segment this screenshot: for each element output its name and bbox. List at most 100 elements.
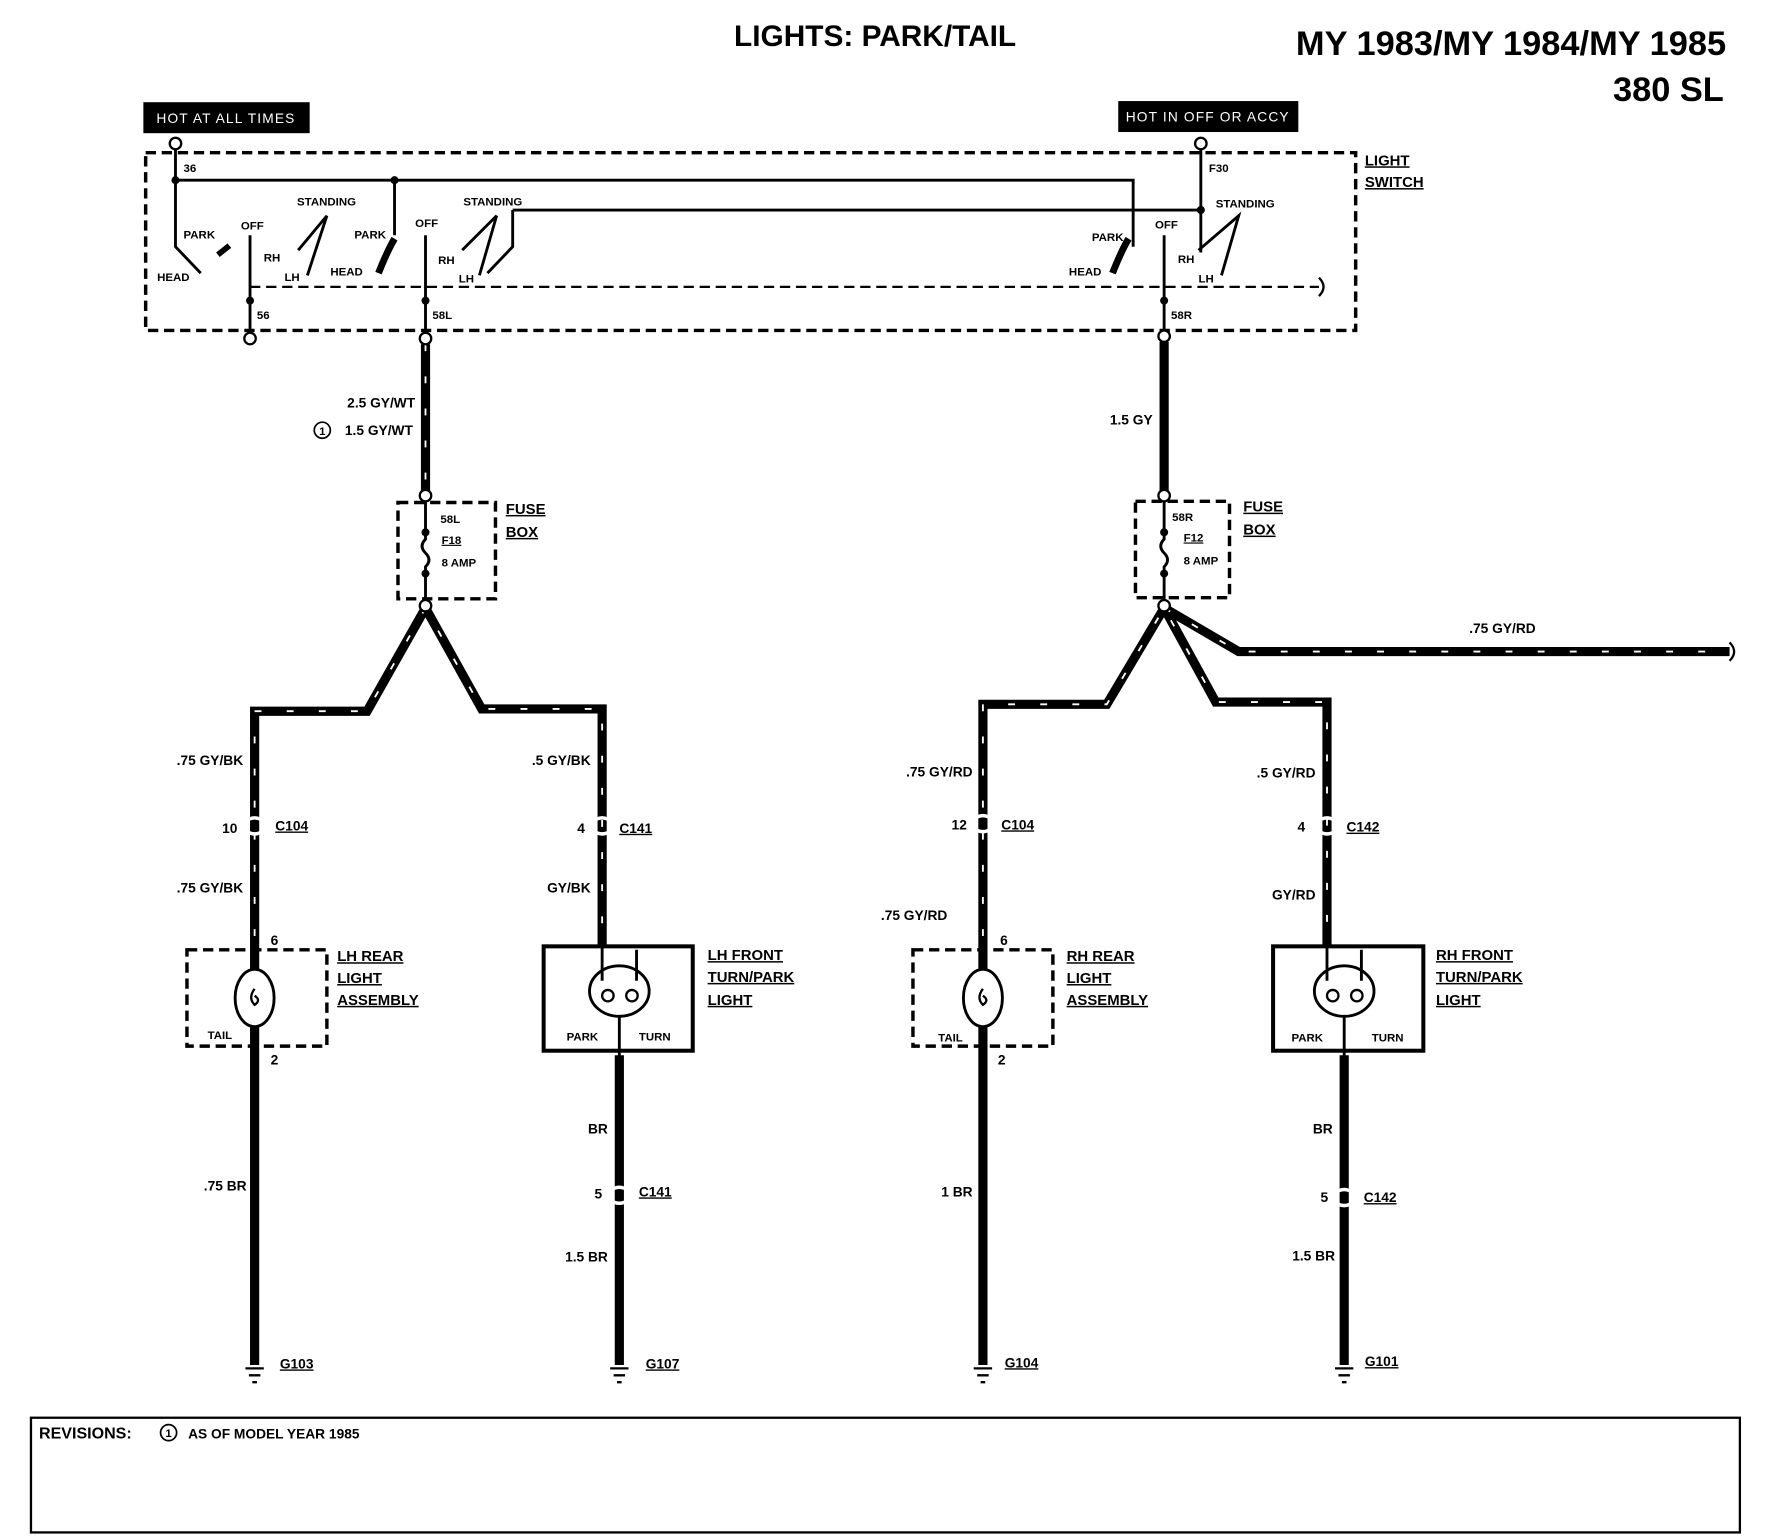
svg-text:RH FRONT: RH FRONT <box>1436 948 1513 964</box>
svg-text:5: 5 <box>594 1187 602 1202</box>
svg-text:36: 36 <box>184 163 197 175</box>
svg-text:C141: C141 <box>619 821 652 836</box>
svg-text:RH: RH <box>438 255 455 267</box>
wire-label: .75 GY/RD <box>1469 621 1536 636</box>
svg-text:TURN/PARK: TURN/PARK <box>708 970 795 986</box>
revision-text: AS OF MODEL YEAR 1985 <box>188 1426 360 1441</box>
svg-text:HOT IN OFF OR ACCY: HOT IN OFF OR ACCY <box>1126 110 1290 125</box>
svg-text:HOT AT ALL TIMES: HOT AT ALL TIMES <box>156 111 295 126</box>
svg-text:LH: LH <box>284 272 299 284</box>
ground-g101: G101 <box>1335 1354 1399 1384</box>
ground-g107: G107 <box>610 1356 680 1384</box>
connector-c142-rh: 4 C142 <box>1298 816 1380 836</box>
svg-text:TAIL: TAIL <box>938 1033 963 1045</box>
svg-text:6: 6 <box>1000 933 1008 948</box>
svg-text:FUSE: FUSE <box>1243 500 1283 516</box>
ground-g104: G104 <box>973 1355 1039 1384</box>
svg-text:PARK: PARK <box>567 1031 599 1043</box>
svg-text:10: 10 <box>222 821 238 836</box>
svg-text:1: 1 <box>165 1428 172 1440</box>
ground-g103: G103 <box>245 1356 314 1384</box>
svg-text:TURN: TURN <box>639 1031 671 1043</box>
bulb-icon <box>961 967 1004 1029</box>
wire-label: BR <box>588 1121 608 1136</box>
rh-rear-light-assembly: TAIL 6 2 RH REAR LIGHT ASSEMBLY <box>911 933 1149 1067</box>
fuse-f18: F18 <box>442 535 462 547</box>
svg-text:OFF: OFF <box>415 218 438 230</box>
svg-text:STANDING: STANDING <box>297 196 356 208</box>
wires <box>250 329 1736 1365</box>
svg-text:12: 12 <box>952 817 968 832</box>
wire-label: .75 GY/RD <box>881 908 948 923</box>
svg-text:58R: 58R <box>1171 310 1193 322</box>
svg-text:BOX: BOX <box>506 525 538 541</box>
revision-marker-icon <box>313 421 332 440</box>
svg-text:2: 2 <box>271 1052 279 1067</box>
svg-text:PARK: PARK <box>184 230 216 242</box>
svg-text:C141: C141 <box>639 1184 672 1199</box>
svg-text:8 AMP: 8 AMP <box>1184 555 1219 567</box>
terminal-36 <box>168 136 183 151</box>
bulb-icon <box>233 967 276 1029</box>
svg-text:58R: 58R <box>1172 512 1194 524</box>
wire-label: 1 BR <box>941 1184 972 1199</box>
wire-label: .75 GY/BK <box>177 880 244 895</box>
terminal-56 <box>243 331 257 346</box>
wire-label: GY/RD <box>1272 887 1316 902</box>
svg-text:RH: RH <box>264 253 281 265</box>
connector-c104-lh: 10 C104 <box>222 816 308 836</box>
wire-label: .75 BR <box>204 1179 247 1194</box>
svg-text:LH: LH <box>1199 273 1214 285</box>
wire-label: .5 GY/BK <box>532 753 591 768</box>
svg-text:G101: G101 <box>1365 1354 1399 1369</box>
wire-label: GY/BK <box>547 880 591 895</box>
diagram-title: LIGHTS: PARK/TAIL <box>734 20 1016 53</box>
svg-text:LIGHT: LIGHT <box>1365 153 1410 169</box>
svg-text:LH FRONT: LH FRONT <box>708 948 783 964</box>
svg-text:LH: LH <box>459 273 474 285</box>
terminal-58r <box>1157 329 1172 344</box>
svg-text:LIGHT: LIGHT <box>1067 971 1112 987</box>
svg-text:LIGHT: LIGHT <box>1436 993 1481 1009</box>
fuse-box-right: 58R F12 8 AMP FUSE BOX <box>1133 488 1283 613</box>
svg-text:LIGHT: LIGHT <box>708 993 753 1009</box>
svg-text:G107: G107 <box>646 1356 680 1371</box>
revisions-box: REVISIONS: 1 AS OF MODEL YEAR 1985 <box>29 1416 1742 1534</box>
svg-text:OFF: OFF <box>1155 219 1178 231</box>
wire-label: .75 GY/RD <box>906 765 973 780</box>
svg-text:ASSEMBLY: ASSEMBLY <box>1067 993 1149 1009</box>
wire-rh-extension <box>1161 604 1730 657</box>
svg-text:STANDING: STANDING <box>463 196 522 208</box>
svg-text:HEAD: HEAD <box>1069 266 1101 278</box>
wire-label: BR <box>1313 1121 1333 1136</box>
svg-text:8 AMP: 8 AMP <box>442 558 477 570</box>
svg-text:LIGHT: LIGHT <box>337 971 382 987</box>
wire-label: .75 GY/BK <box>177 753 244 768</box>
svg-text:58L: 58L <box>440 514 460 526</box>
svg-text:TAIL: TAIL <box>208 1030 233 1042</box>
wire-label: 1.5 GY <box>1110 412 1153 427</box>
svg-text:HEAD: HEAD <box>157 272 189 284</box>
model-years: MY 1983/MY 1984/MY 1985 <box>1296 25 1726 63</box>
svg-text:PARK: PARK <box>1092 232 1124 244</box>
model-name: 380 SL <box>1613 71 1724 109</box>
svg-text:4: 4 <box>577 821 585 836</box>
connector-c104-rh: 12 C104 <box>952 813 1034 834</box>
svg-text:LH REAR: LH REAR <box>337 949 403 965</box>
svg-text:58L: 58L <box>432 310 452 322</box>
wire-rh-branches <box>978 598 1332 1365</box>
svg-text:G104: G104 <box>1005 1355 1039 1370</box>
svg-text:TURN: TURN <box>1372 1033 1404 1045</box>
connector-c141-lh: 4 C141 <box>577 816 653 836</box>
svg-text:F30: F30 <box>1209 163 1229 175</box>
terminal-58l <box>418 331 433 346</box>
svg-text:BOX: BOX <box>1243 523 1275 539</box>
svg-text:HEAD: HEAD <box>330 266 362 278</box>
revision-marker-icon <box>159 1423 178 1442</box>
svg-text:5: 5 <box>1320 1190 1328 1205</box>
svg-text:1: 1 <box>319 426 326 438</box>
svg-text:OFF: OFF <box>241 221 264 233</box>
svg-text:PARK: PARK <box>354 230 386 242</box>
svg-text:6: 6 <box>271 933 279 948</box>
